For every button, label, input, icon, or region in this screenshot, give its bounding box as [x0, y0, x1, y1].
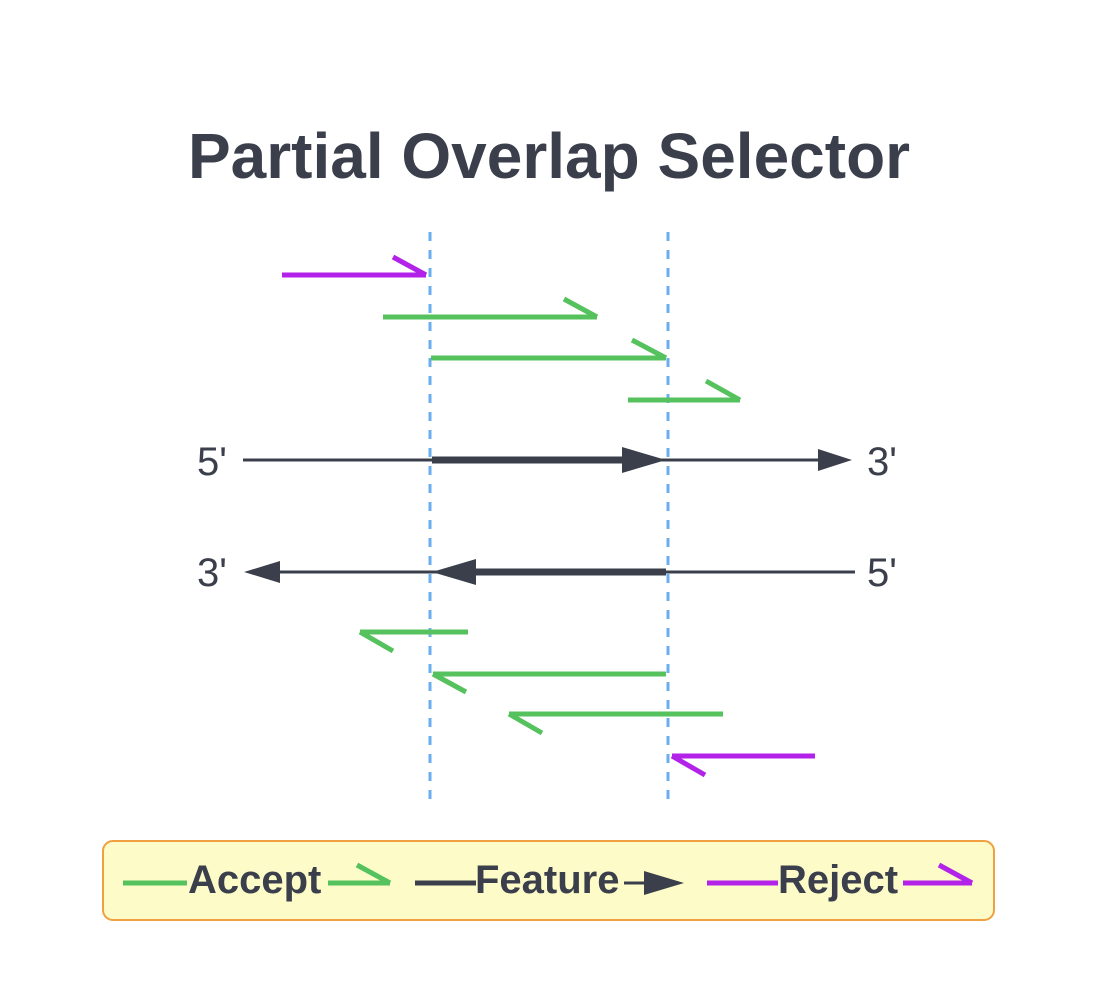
- legend: Accept Feature Reject: [102, 840, 995, 921]
- legend-feature: Feature: [415, 858, 684, 902]
- legend-reject-label: Reject: [778, 858, 898, 902]
- legend-box: [102, 840, 995, 921]
- read-forward-reject: [282, 254, 428, 278]
- read-reverse-accept-2: [431, 671, 666, 695]
- legend-reject: Reject: [707, 858, 974, 902]
- diagram-title: Partial Overlap Selector: [188, 120, 910, 192]
- read-reverse-accept-3: [507, 711, 723, 736]
- top-strand-3prime-label: 3': [867, 440, 897, 484]
- read-forward-accept-3: [628, 378, 742, 403]
- read-forward-accept-2: [431, 337, 668, 361]
- read-reverse-accept-1: [358, 629, 468, 654]
- legend-feature-label: Feature: [475, 858, 620, 902]
- legend-accept-label: Accept: [188, 858, 321, 902]
- legend-accept: Accept: [123, 858, 392, 902]
- bottom-strand-3prime-label: 3': [197, 551, 227, 595]
- top-strand-5prime-label: 5': [197, 440, 227, 484]
- read-forward-accept-1: [383, 296, 599, 320]
- bottom-strand-5prime-label: 5': [867, 551, 897, 595]
- read-reverse-reject: [670, 753, 815, 778]
- top-feature-arrow: [432, 447, 666, 473]
- bottom-feature-arrow: [432, 559, 666, 585]
